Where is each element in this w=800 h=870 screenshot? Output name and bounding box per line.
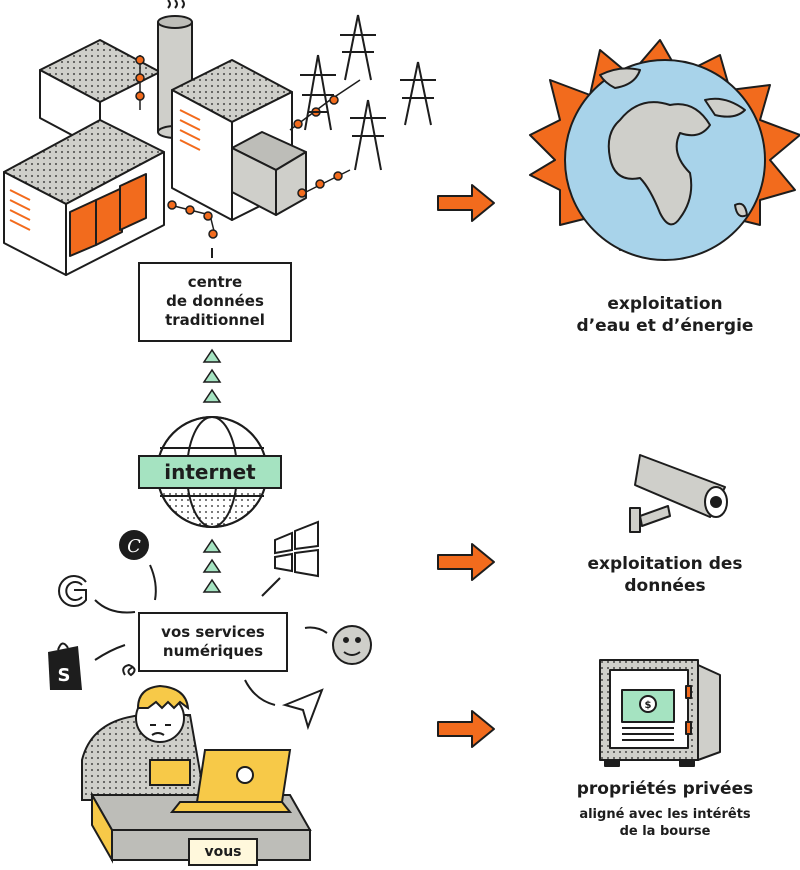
mailchimp-logo-icon [332,625,372,665]
safe-illustration: $ [599,659,721,767]
water-energy-line-1: exploitation [607,294,723,314]
data-exploitation-line-1: exploitation des [587,554,743,574]
you-label: vous [188,838,258,866]
service-connectors [94,564,328,706]
datacenter-illustration [3,0,307,276]
orange-arrows [437,184,495,748]
security-camera-illustration [629,454,728,533]
internet-label: internet [138,455,282,489]
svg-text:S: S [58,665,71,686]
svg-text:C: C [127,536,141,557]
apple-logo-icon [236,766,254,784]
datacenter-label-line-2: de données [166,292,264,310]
data-exploitation-caption: exploitation des données [540,553,790,597]
send-icon [281,688,324,731]
google-logo-icon [58,575,87,607]
datacenter-label-line-3: traditionnel [165,311,265,329]
earth-sun-illustration [529,39,800,261]
upward-arrows [202,348,222,593]
services-label-line-2: numériques [162,642,264,660]
laptop-illustration [169,749,293,813]
shopify-logo-icon: S [48,642,82,690]
private-property-sub-2: de la bourse [619,824,711,839]
canva-logo-icon: C [119,530,149,560]
private-property-caption: propriétés privées aligné avec les intér… [540,778,790,840]
windows-logo-icon [274,520,319,578]
person-illustration [81,663,207,801]
datacenter-label-line-1: centre [187,273,243,291]
datacenter-label: centre de données traditionnel [131,255,292,342]
you-label-text: vous [204,844,242,860]
data-exploitation-line-2: données [624,576,706,596]
water-energy-line-2: d’eau et d’énergie [576,316,754,336]
window-stripes [9,109,201,231]
power-pylons [300,14,436,171]
private-property-sub-1: aligné avec les intérêts [579,807,751,822]
services-label-line-1: vos services [161,623,265,641]
internet-label-text: internet [164,460,256,484]
private-property-title: propriétés privées [576,779,754,799]
svg-text:$: $ [645,700,652,711]
services-label: vos services numériques [131,605,288,672]
water-energy-caption: exploitation d’eau et d’énergie [540,293,790,337]
power-chain [135,55,361,239]
